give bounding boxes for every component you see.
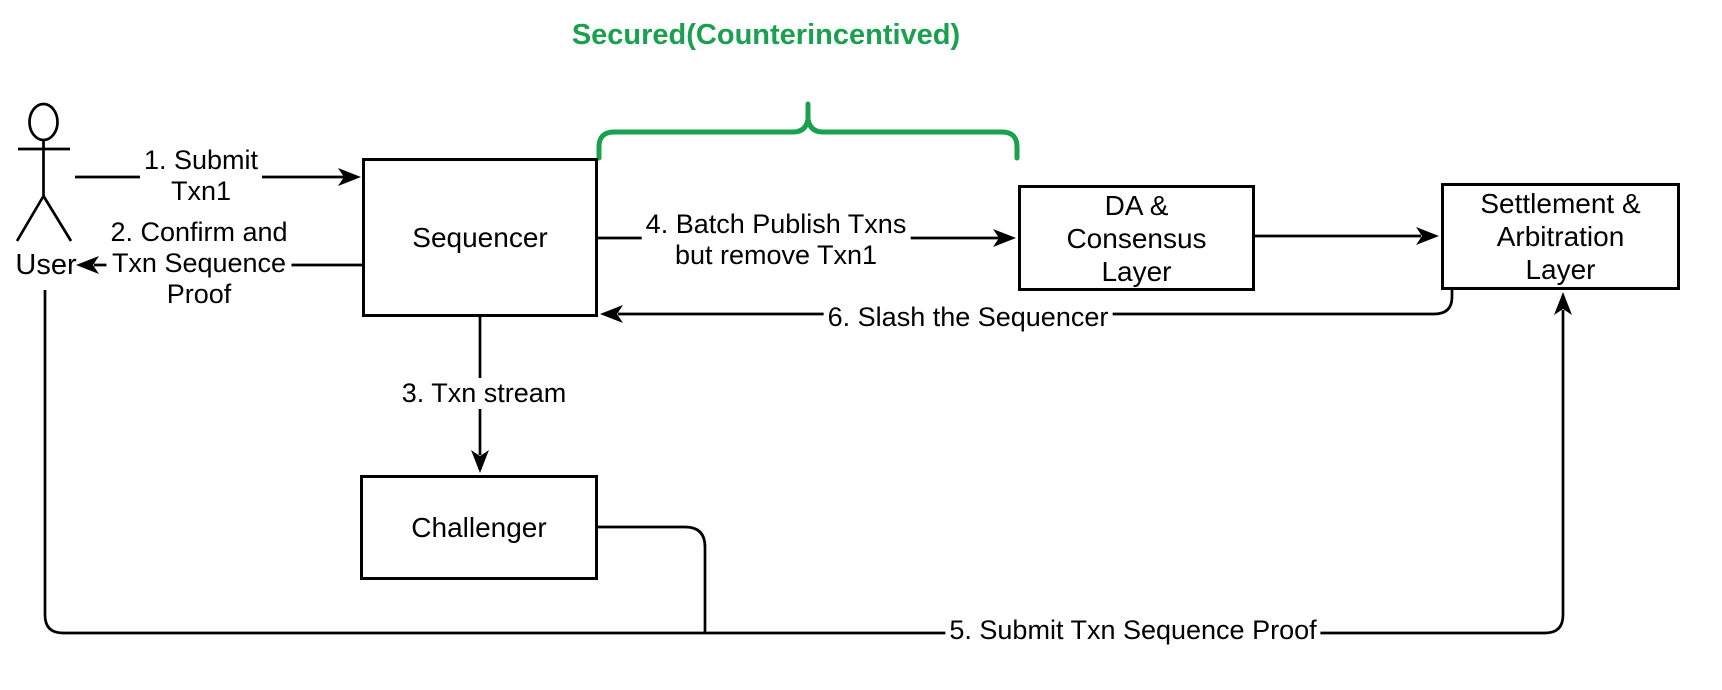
edge-step5-challenger-line <box>598 525 707 633</box>
edge-label-step2-line2: Txn Sequence <box>111 248 287 278</box>
node-settlement-arbitration-layer-line3: Layer <box>1525 254 1596 285</box>
edge-label-step2: 2. Confirm and Txn Sequence Proof <box>106 217 292 310</box>
edge-da-to-settlement-arrowhead <box>1416 227 1439 245</box>
edge-label-step4-line2: but remove Txn1 <box>674 240 878 270</box>
edge-label-step2-line1: 2. Confirm and <box>110 217 288 247</box>
user-actor-figure <box>15 102 73 242</box>
edge-step2-arrowhead <box>76 256 99 274</box>
edge-label-step4: 4. Batch Publish Txns but remove Txn1 <box>641 209 911 271</box>
diagram-title: Secured(Counterincentived) <box>571 19 961 51</box>
edge-step6-arrowhead <box>600 305 623 323</box>
node-da-consensus-layer-line2: Consensus <box>1066 222 1207 254</box>
node-da-consensus-layer-label: DA & Consensus Layer <box>1066 189 1206 288</box>
edge-label-step6: 6. Slash the Sequencer <box>823 302 1113 333</box>
edge-label-step2-line3: Proof <box>166 279 232 309</box>
edge-step4-arrowhead <box>993 229 1016 247</box>
edge-step5-arrowhead <box>1554 292 1572 315</box>
edge-label-step1-line2: Txn1 <box>170 176 232 206</box>
node-settlement-arbitration-layer-label: Settlement & Arbitration Layer <box>1480 187 1640 286</box>
edge-label-step4-line1: 4. Batch Publish Txns <box>645 209 907 239</box>
edge-step5-user-line <box>43 290 1565 635</box>
edge-label-step5: 5. Submit Txn Sequence Proof <box>945 615 1321 646</box>
node-challenger-label: Challenger <box>411 512 547 543</box>
user-figure-right-leg <box>42 195 73 242</box>
actor-label: User <box>15 249 77 281</box>
node-da-consensus-layer-line1: DA & <box>1104 189 1169 221</box>
node-settlement-arbitration-layer-line1: Settlement & <box>1480 188 1641 219</box>
edge-step1-arrowhead <box>338 168 361 186</box>
user-figure-head <box>28 102 59 142</box>
node-settlement-arbitration-layer: Settlement & Arbitration Layer <box>1441 183 1680 290</box>
edge-label-step1-line1: 1. Submit <box>143 145 259 175</box>
node-da-consensus-layer: DA & Consensus Layer <box>1018 185 1255 291</box>
edge-label-step3: 3. Txn stream <box>397 378 571 409</box>
secured-scope-brace <box>596 101 1020 161</box>
node-sequencer: Sequencer <box>362 158 598 317</box>
user-figure-left-leg <box>15 195 45 242</box>
edge-step6-line <box>618 290 1454 316</box>
node-sequencer-label: Sequencer <box>412 222 548 253</box>
node-da-consensus-layer-line3: Layer <box>1101 255 1172 287</box>
node-settlement-arbitration-layer-line2: Arbitration <box>1496 221 1625 252</box>
edge-label-step1: 1. Submit Txn1 <box>139 145 263 207</box>
edge-step3-arrowhead <box>471 450 489 473</box>
node-challenger: Challenger <box>360 475 598 580</box>
